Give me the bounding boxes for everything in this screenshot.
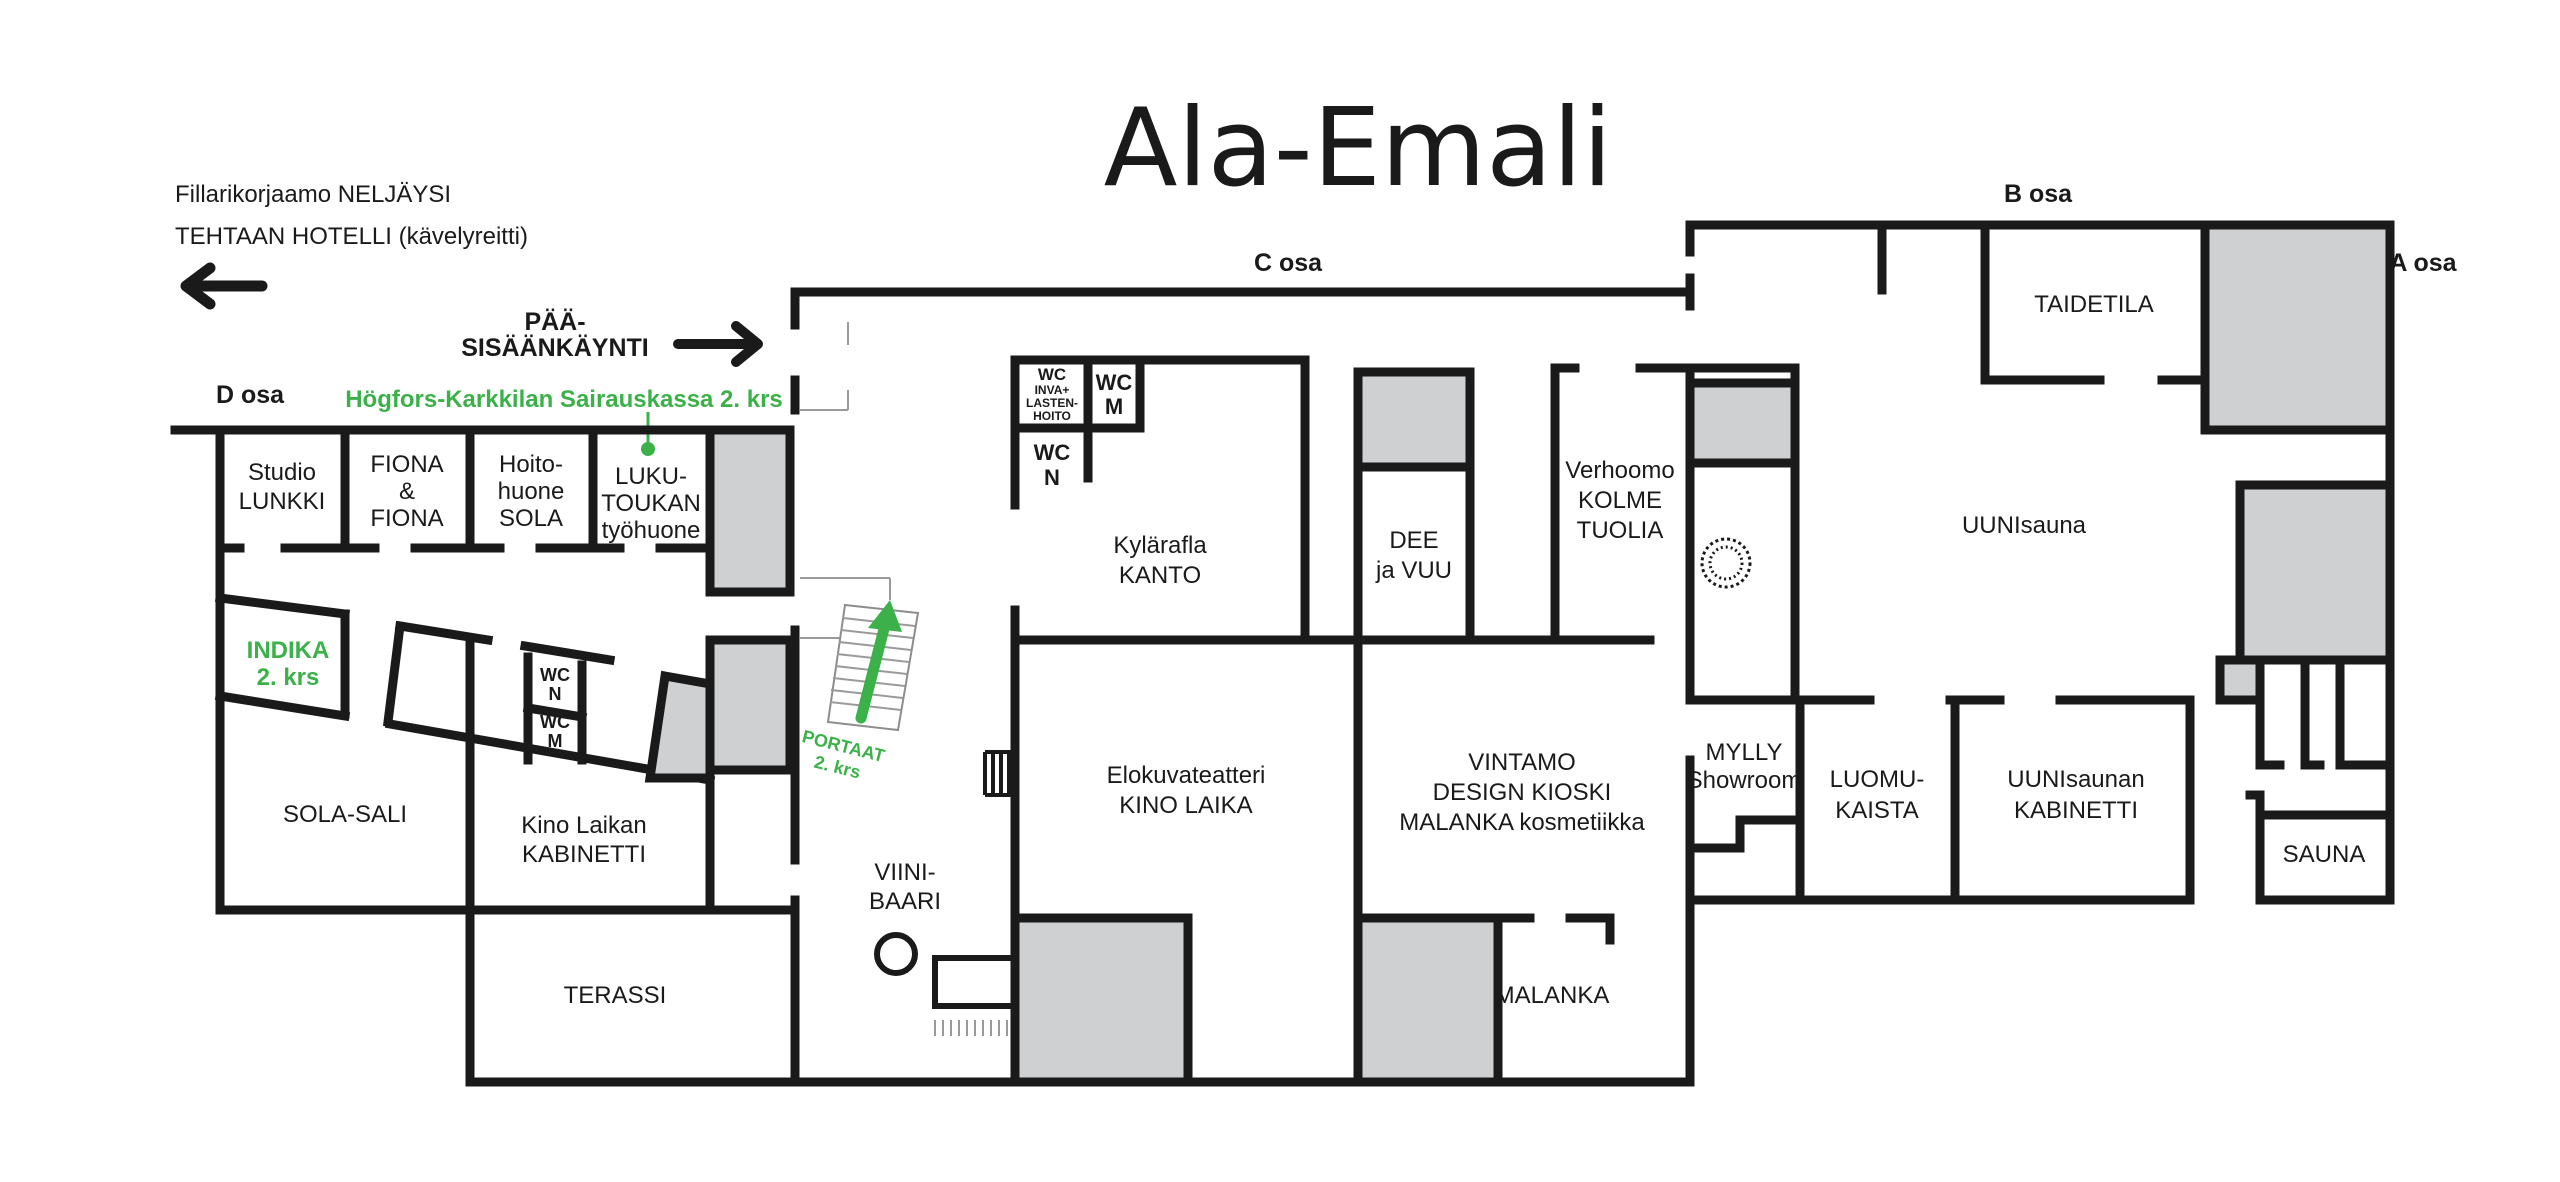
section-d-label: D osa [216,381,285,409]
small-stair-hatch [934,1020,1008,1036]
wc-n-c-l1: WC [1034,440,1071,465]
left-arrow-icon [180,262,268,310]
wc-inva-l1: INVA+ [1035,383,1070,397]
room-viinibaari-l1: VIINI- [874,859,935,886]
stairs-2nd-floor [826,600,920,732]
section-b-label: B osa [2004,180,2073,208]
wc-inva-l3: HOITO [1033,409,1071,423]
hotel-route-label: TEHTAAN HOTELLI (kävelyreitti) [175,223,528,250]
room-lukutoukan-l1: LUKU- [615,463,687,490]
wc-m-d-l2: M [548,731,563,751]
wc-n-c-l2: N [1044,465,1060,490]
room-hoitohuone-l2: huone [498,478,565,505]
right-arrow-icon [673,321,763,367]
wc-m-d-l1: WC [540,712,570,732]
sairauskassa-label: Högfors-Karkkilan Sairauskassa 2. krs [345,386,783,413]
room-dee-ja-vuu-l2: ja VUU [1375,557,1452,584]
map-title: Ala-Emali [1104,86,1613,211]
room-uunisaunan-kabinetti-l1: UUNIsaunan [2007,766,2144,793]
room-mylly-l2: Showroom [1687,767,1802,794]
bike-repair-label: Fillarikorjaamo NELJÄYSI [175,181,451,208]
sairauskassa-dot [641,442,655,456]
room-hoitohuone-l1: Hoito- [499,451,563,478]
room-kino-kabinetti-l1: Kino Laikan [521,812,646,839]
room-luomukaista-l2: KAISTA [1835,797,1919,824]
indika-label-l2: 2. krs [257,664,320,691]
room-mylly-l1: MYLLY [1706,739,1783,766]
wc-n-d-l2: N [549,684,562,704]
room-uunisauna: UUNIsauna [1962,512,2087,539]
room-elokuvateatteri-l2: KINO LAIKA [1119,792,1252,819]
room-terassi: TERASSI [564,982,667,1009]
room-dee-ja-vuu-l1: DEE [1389,527,1438,554]
room-elokuvateatteri-l1: Elokuvateatteri [1107,762,1266,789]
room-viinibaari-l2: BAARI [869,888,941,915]
room-verhoomo-l3: TUOLIA [1577,517,1664,544]
main-entrance-label-line1: PÄÄ- [524,308,585,336]
room-verhoomo-l1: Verhoomo [1565,457,1674,484]
indika-label-l1: INDIKA [247,637,330,664]
wc-inva-label: WC [1038,365,1066,384]
wc-m-c-l2: M [1105,394,1123,419]
room-fiona-l3: FIONA [370,505,443,532]
room-taidetila: TAIDETILA [2034,291,2154,318]
room-verhoomo-l2: KOLME [1578,487,1662,514]
room-malanka: MALANKA [1495,982,1610,1009]
room-kylarafla-l2: KANTO [1119,562,1201,589]
room-kylarafla-l1: Kylärafla [1113,532,1207,559]
section-ab-walls [1685,220,2395,905]
room-uunisaunan-kabinetti-l2: KABINETTI [2014,797,2138,824]
room-studio-lunkki-l1: Studio [248,459,316,486]
main-entrance-label-line2: SISÄÄNKÄYNTI [461,334,649,362]
room-sola-sali: SOLA-SALI [283,801,407,828]
sauna-stove-icon [1700,537,1752,589]
section-d-walls [170,425,800,1087]
room-fiona-l2: & [399,478,415,505]
room-hoitohuone-l3: SOLA [499,505,563,532]
section-c-label: C osa [1254,249,1323,277]
wc-n-d-l1: WC [540,665,570,685]
room-lukutoukan-l3: työhuone [602,517,701,544]
wc-inva-l2: LASTEN- [1026,396,1078,410]
room-fiona-l1: FIONA [370,451,443,478]
section-c-walls [465,273,1695,1087]
section-a-label: A osa [2389,249,2457,277]
room-vintamo-l3: MALANKA kosmetiikka [1399,809,1645,836]
room-vintamo-l2: DESIGN KIOSKI [1433,779,1612,806]
wc-m-c-l1: WC [1096,370,1133,395]
room-studio-lunkki-l2: LUNKKI [239,488,326,515]
room-vintamo-l1: VINTAMO [1468,749,1576,776]
room-lukutoukan-l2: TOUKAN [601,490,701,517]
room-kino-kabinetti-l2: KABINETTI [522,841,646,868]
room-sauna: SAUNA [2283,841,2366,868]
room-luomukaista-l1: LUOMU- [1830,766,1925,793]
